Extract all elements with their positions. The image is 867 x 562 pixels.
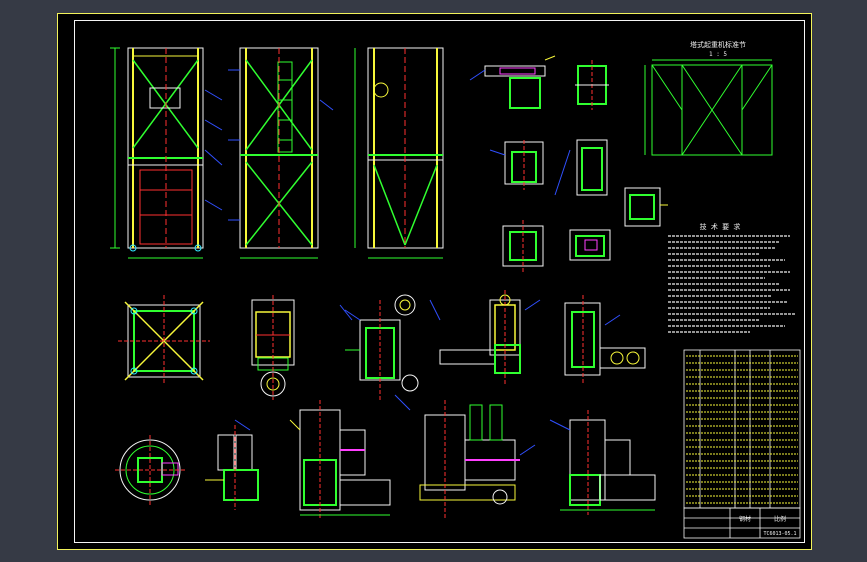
section-detail-mid-5	[569, 229, 611, 261]
drawing-sheet	[57, 13, 812, 550]
section-detail-mid-4	[502, 220, 544, 272]
lug-detail-view	[251, 295, 295, 400]
joint-assembly-view-3	[560, 410, 656, 515]
connection-detail-3	[564, 295, 646, 385]
cross-section-square-view	[118, 295, 210, 385]
title-scale: 比例	[774, 515, 786, 523]
side-elevation-view	[228, 47, 334, 259]
rear-elevation-view	[354, 47, 444, 259]
bracket-detail-view	[205, 425, 259, 510]
section-detail-mid-2	[554, 139, 608, 196]
title-material: 钢材	[739, 515, 751, 523]
inset-title: 塔式起重机标准节	[690, 40, 746, 49]
tech-req-title: 技 术 要 求	[700, 222, 741, 231]
inset-scale: 1 : 5	[709, 51, 727, 58]
section-detail-mid-3	[624, 187, 668, 227]
drawing-frame	[74, 20, 805, 543]
joint-assembly-view-2	[419, 400, 520, 520]
section-detail-mid-1	[489, 140, 544, 190]
section-detail-top-2	[575, 60, 609, 110]
parts-list-table	[683, 349, 801, 509]
connection-detail-1	[344, 294, 419, 400]
joint-assembly-view-1	[289, 400, 391, 520]
technical-requirements: 技 术 要 求	[668, 222, 795, 333]
round-flange-view	[115, 435, 185, 505]
title-block: 钢材 比例 TC6013-05.1	[683, 507, 801, 539]
connection-detail-2	[439, 290, 521, 385]
leader-lines	[234, 299, 621, 456]
inset-plan-view: 塔式起重机标准节 1 : 5	[644, 40, 773, 156]
sheet-outer-border	[57, 13, 812, 550]
front-elevation-view	[110, 47, 223, 259]
title-drawing-number: TC6013-05.1	[763, 531, 796, 537]
section-detail-top-1	[469, 55, 556, 109]
